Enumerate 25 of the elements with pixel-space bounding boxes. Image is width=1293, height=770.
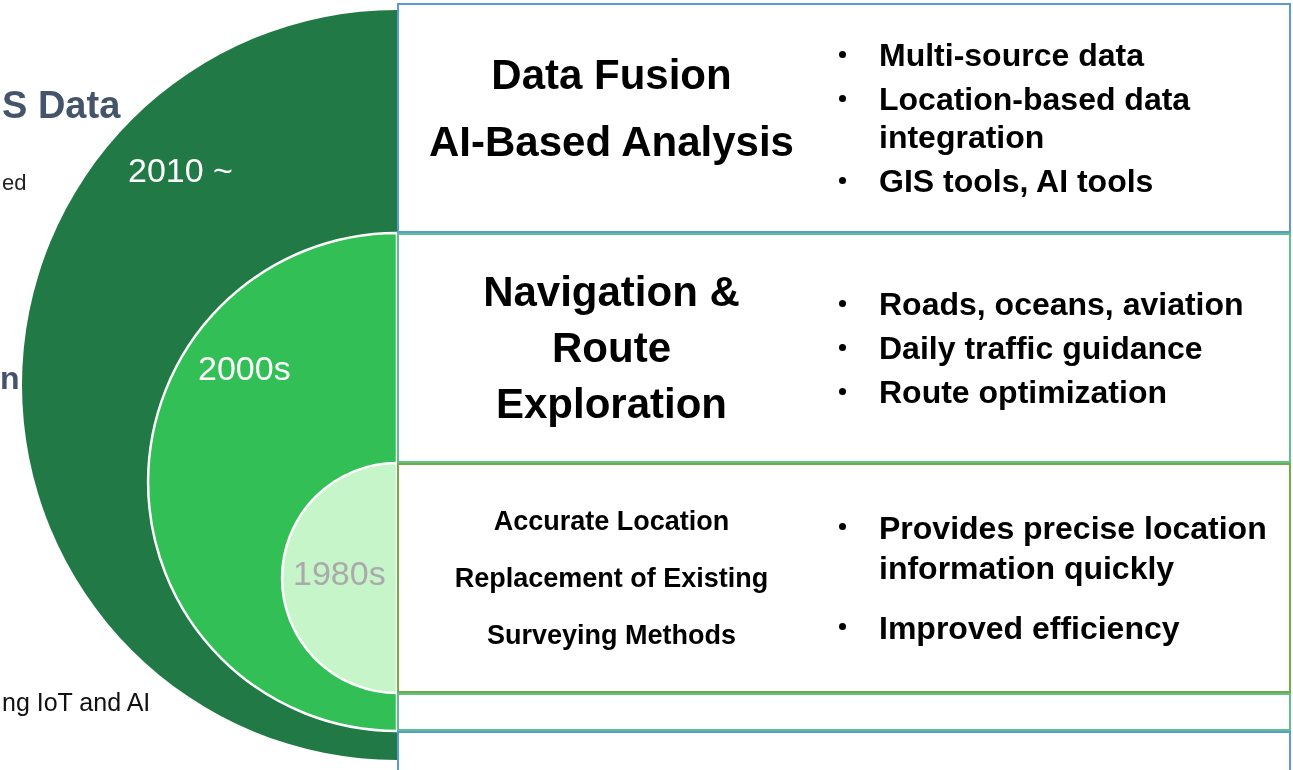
bullet-item: GIS tools, AI tools: [829, 162, 1285, 200]
bullet-item: Route optimization: [829, 373, 1285, 411]
row-heading: Replacement of Existing Surveying Methods: [453, 561, 770, 652]
text-fragment: ng IoT and AI: [2, 688, 151, 717]
text-fragment: ed: [2, 170, 27, 196]
row-heading: Data Fusion: [491, 51, 732, 99]
row-heading: AI-Based Analysis: [429, 118, 794, 166]
period-label: 2000s: [198, 351, 291, 385]
row-panel: [397, 3, 1291, 233]
row-heading: Accurate Location: [493, 504, 730, 538]
bullet-item: Location-based data integration: [829, 80, 1285, 156]
text-fragment: S Data: [2, 84, 121, 127]
period-label: 1980s: [293, 556, 386, 590]
period-label: 2010 ~: [128, 153, 233, 187]
empty-band: [397, 693, 1291, 731]
bullet-item: Provides precise location information quickly: [829, 508, 1285, 588]
row-panel: [397, 233, 1291, 463]
row-panel: [397, 463, 1291, 693]
bullet-item: Roads, oceans, aviation: [829, 285, 1285, 323]
empty-band: [397, 731, 1291, 770]
bullet-item: Daily traffic guidance: [829, 329, 1285, 367]
bullet-item: Improved efficiency: [829, 608, 1285, 648]
row-heading: Navigation & Route Exploration: [482, 267, 741, 429]
bullet-item: Multi-source data: [829, 36, 1285, 74]
text-fragment: n: [0, 360, 20, 397]
